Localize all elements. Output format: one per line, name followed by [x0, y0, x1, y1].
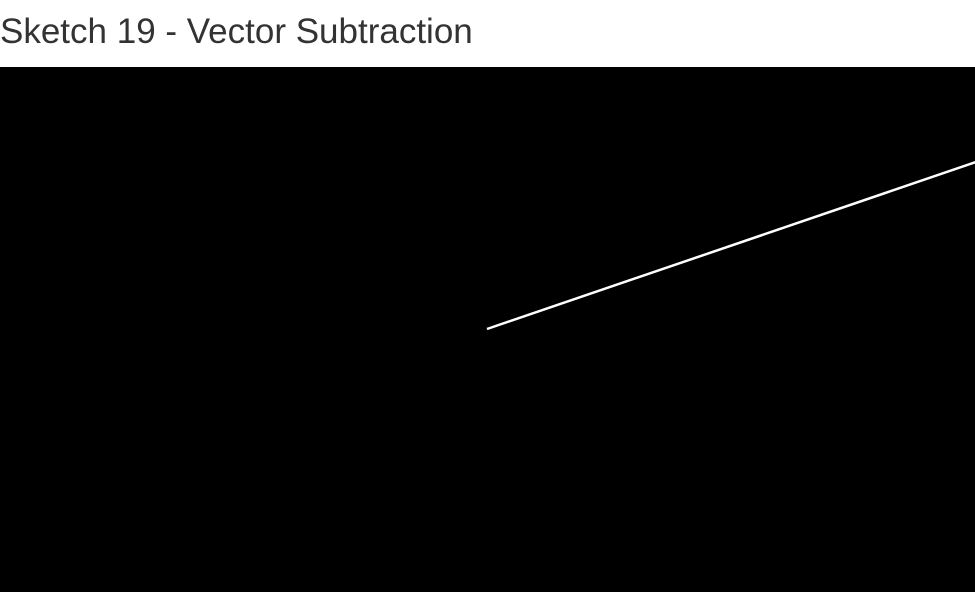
difference-vector-line — [486, 161, 975, 331]
sketch-svg — [486, 161, 975, 331]
page-title: Sketch 19 - Vector Subtraction — [0, 12, 473, 51]
sketch-canvas[interactable] — [0, 67, 975, 592]
